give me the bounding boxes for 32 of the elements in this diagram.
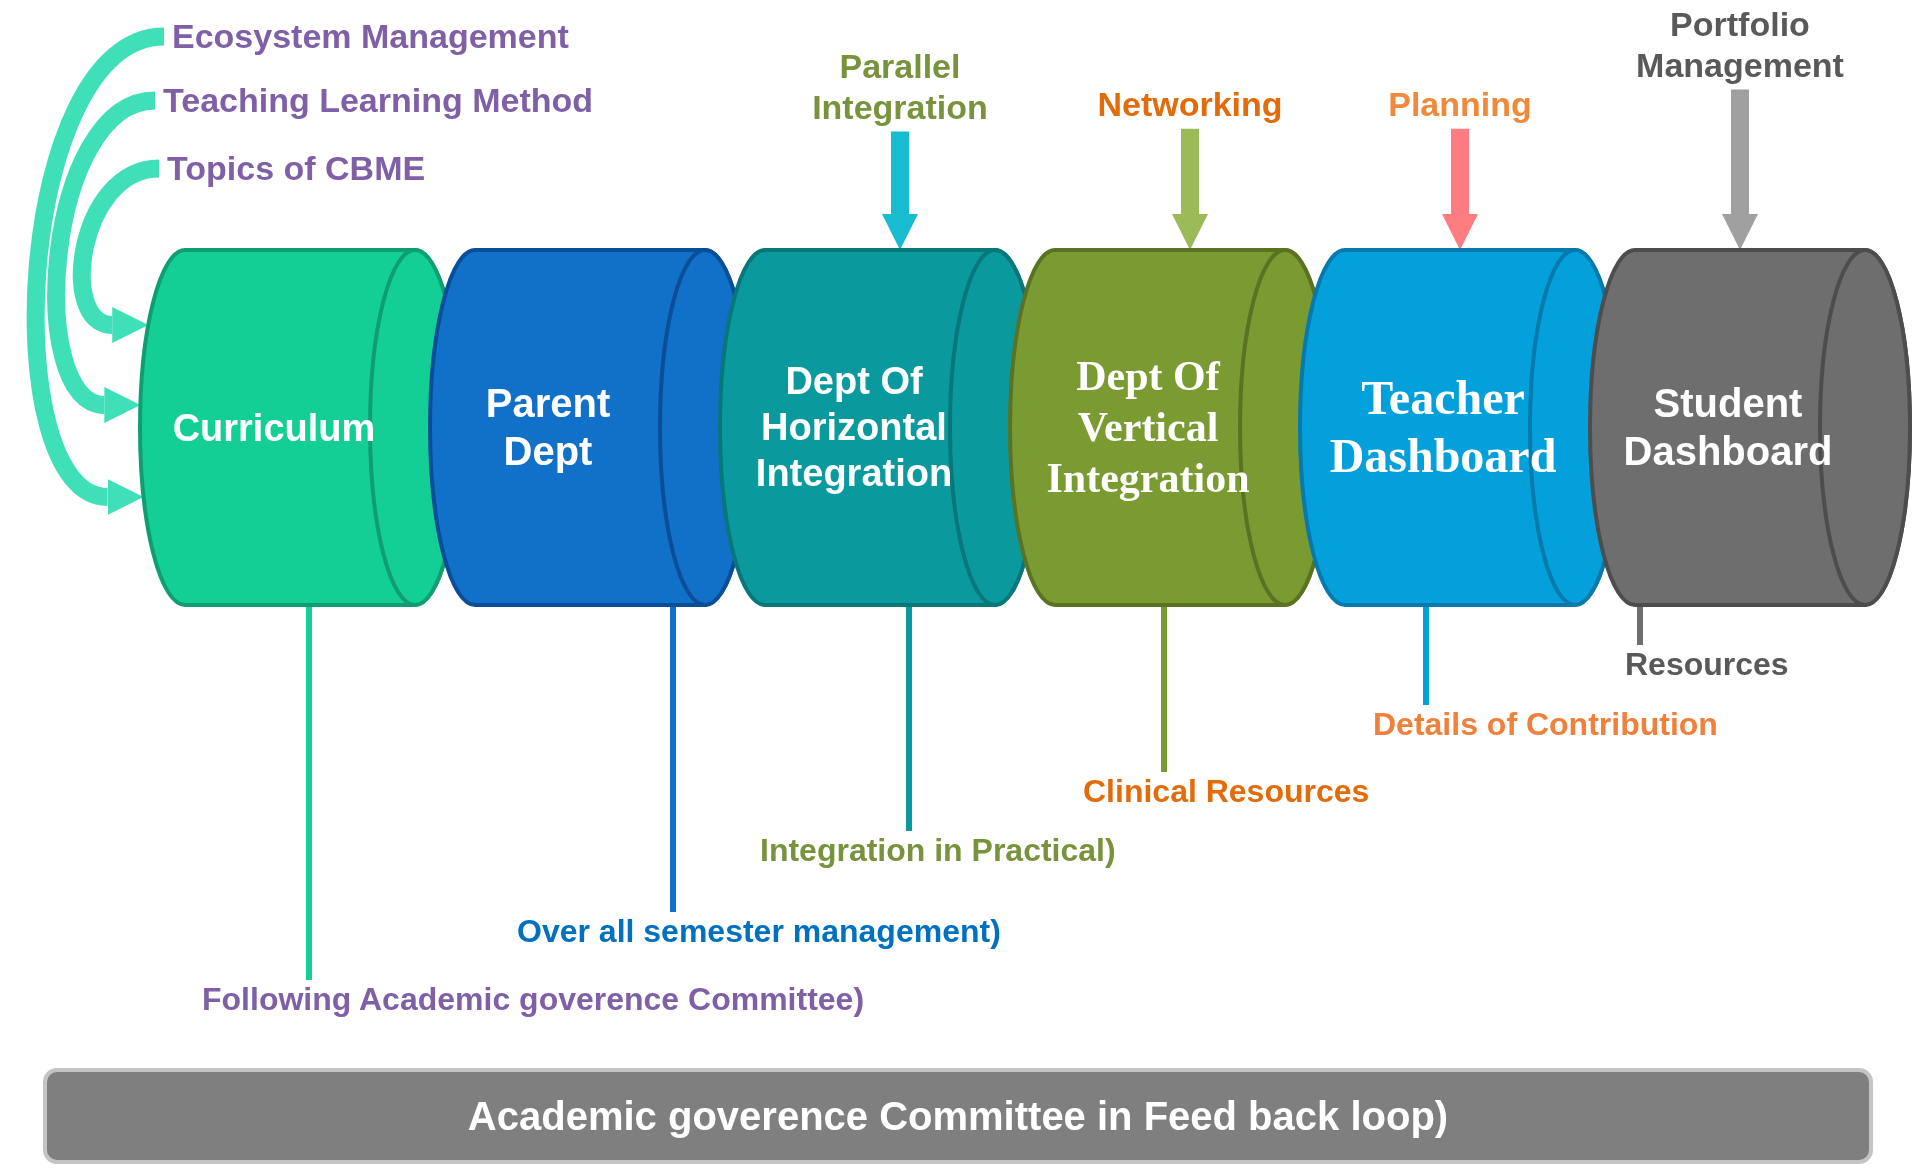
text-label: Ecosystem Management <box>172 16 569 57</box>
cylinder-label: Dept Of Vertical Integration <box>1045 351 1251 504</box>
text-label: Clinical Resources <box>1083 772 1370 811</box>
cylinder-label: Teacher Dashboard <box>1328 369 1558 485</box>
text-label: Parallel Integration <box>780 46 1020 128</box>
arrow <box>882 131 918 250</box>
arrow <box>47 91 158 423</box>
arrow <box>1442 128 1478 250</box>
cylinder-label: Parent Dept <box>484 379 612 476</box>
connector-line <box>670 605 676 912</box>
arrow <box>1722 89 1758 250</box>
text-label: Teaching Learning Method <box>163 80 594 121</box>
cylinder-label: Dept Of Horizontal Integration <box>754 358 954 497</box>
cylinder-label: Curriculum <box>171 405 377 451</box>
text-label: Resources <box>1625 645 1789 684</box>
text-label: Integration in Practical) <box>760 831 1116 870</box>
connector-line <box>1161 605 1167 772</box>
text-label: Following Academic goverence Committee) <box>202 980 865 1019</box>
cylinder-label: Student Dashboard <box>1622 379 1834 476</box>
text-label: Planning <box>1370 84 1550 125</box>
arrow <box>1172 128 1208 250</box>
connector-line <box>1423 605 1429 705</box>
text-label: Topics of CBME <box>167 148 426 189</box>
text-label: Over all semester management) <box>517 912 1001 951</box>
text-label: Networking <box>1090 84 1290 125</box>
connector-line <box>1637 605 1643 645</box>
connector-line <box>306 605 312 980</box>
arrow <box>26 27 167 514</box>
text-label: Portfolio Management <box>1610 4 1870 86</box>
text-label: Details of Contribution <box>1373 705 1718 744</box>
committee-bar: Academic goverence Committee in Feed back loop) <box>43 1068 1873 1164</box>
connector-line <box>906 605 912 831</box>
